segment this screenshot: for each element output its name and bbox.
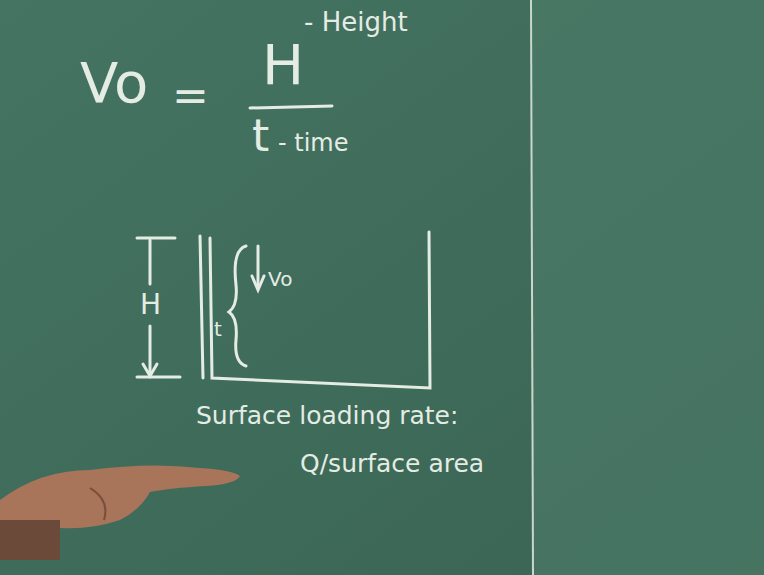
- sleeve: [0, 520, 60, 560]
- velocity-symbol: Vo: [80, 52, 148, 114]
- dimension-line: [149, 326, 152, 374]
- hand-crease: [90, 488, 105, 520]
- height-symbol: H: [262, 34, 304, 96]
- tank-outline: [210, 232, 430, 388]
- velocity-arrowhead: [252, 276, 264, 290]
- panel-divider: [531, 0, 533, 575]
- fraction-bar: [250, 106, 332, 108]
- dimension-line: [149, 240, 152, 284]
- curly-bracket: [229, 246, 246, 366]
- dimension-tick: [137, 376, 180, 379]
- formula-note: Q/surface area: [300, 450, 484, 478]
- heading-note: Surface loading rate:: [196, 402, 458, 430]
- dimension-tick: [137, 237, 175, 240]
- equals-sign: =: [172, 72, 209, 120]
- annotation: - time: [278, 130, 349, 156]
- right-panel: [532, 0, 764, 575]
- dimension-label: H: [140, 290, 161, 321]
- velocity-arrow: [257, 246, 260, 286]
- bracket-label: t: [214, 318, 222, 340]
- velocity-label: Vo: [268, 268, 292, 290]
- time-symbol: t: [252, 112, 269, 160]
- dimension-arrowhead: [143, 364, 157, 376]
- tank-wall: [200, 236, 203, 378]
- pointing-hand: [0, 465, 240, 560]
- annotation: - Height: [304, 8, 408, 37]
